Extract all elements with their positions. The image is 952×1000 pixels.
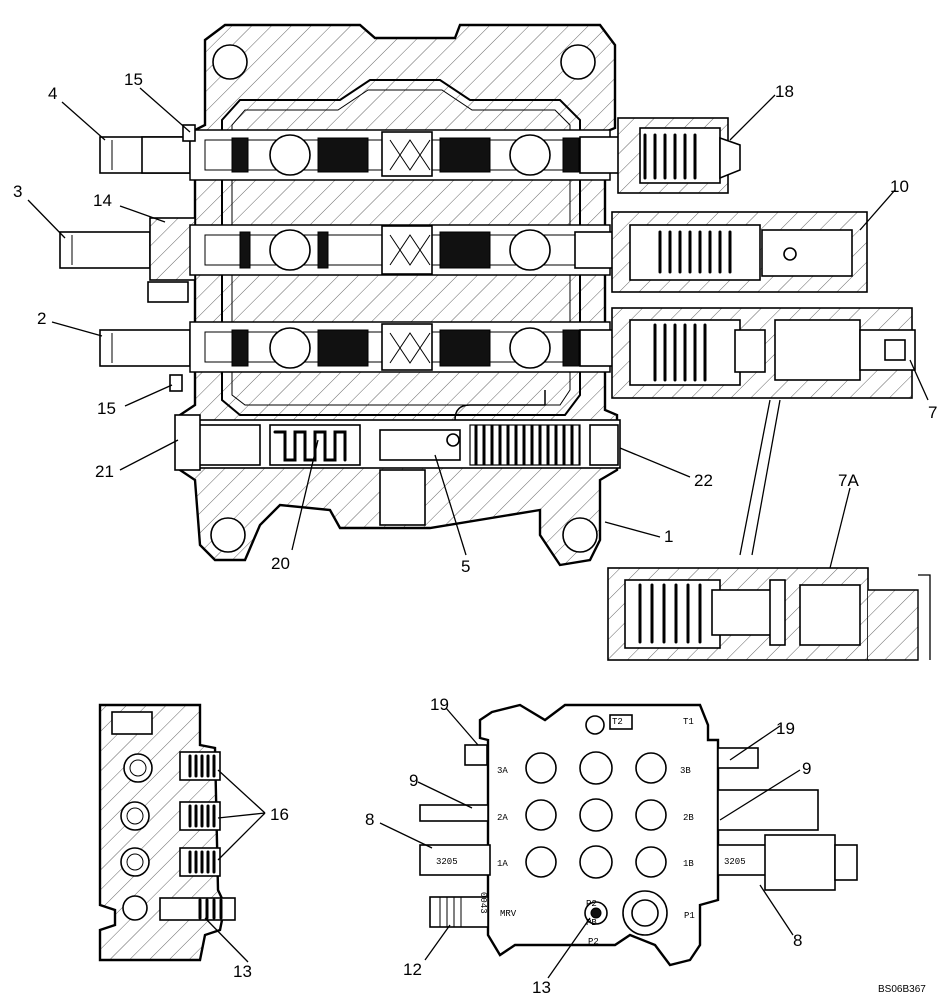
callout-2: 2 [37, 309, 46, 328]
callout-3: 3 [13, 182, 22, 201]
relief-valve-bore [179, 419, 621, 526]
callout-19-right: 19 [776, 719, 795, 738]
reference-code: BS06B367 [878, 984, 926, 995]
side-code-label: 0043 [478, 892, 488, 914]
detail-7a [607, 399, 931, 661]
detent-cap-10 [611, 211, 868, 293]
port-2b[interactable] [635, 799, 667, 831]
callout-22: 22 [694, 471, 713, 490]
side-body [98, 703, 227, 962]
port-label-1b: 1B [683, 859, 694, 869]
fitting-15-bottom [169, 374, 183, 392]
port-label-pb: PB [586, 918, 597, 928]
port-1b[interactable] [635, 846, 667, 878]
nameplate [609, 714, 633, 730]
callout-9-left: 9 [409, 771, 418, 790]
port-labels: T2 T1 3A 3B 2A 2B 1A 1B 3205 3205 MRV P2… [436, 717, 746, 947]
callout-8-right: 8 [793, 931, 802, 950]
port-label-2b: 2B [683, 813, 694, 823]
callout-4: 4 [48, 84, 57, 103]
callout-5: 5 [461, 557, 470, 576]
port-label-p2-side: P2 [586, 899, 597, 909]
spool-clevises [59, 140, 113, 363]
port-1a[interactable] [525, 846, 557, 878]
callout-8-left: 8 [365, 810, 374, 829]
port-label-t2: T2 [612, 717, 623, 727]
callout-19-left: 19 [430, 695, 449, 714]
spring-cap-18 [617, 117, 741, 194]
code-label-right: 3205 [724, 857, 746, 867]
callout-16: 16 [270, 805, 289, 824]
port-label-p1: P1 [684, 911, 695, 921]
callout-13-side: 13 [233, 962, 252, 981]
callout-15-bottom: 15 [97, 399, 116, 418]
callout-12: 12 [403, 960, 422, 979]
mount-hole-top-left [212, 44, 248, 80]
front-view [419, 703, 858, 967]
side-view [98, 703, 236, 962]
plug-21 [174, 414, 201, 471]
mount-hole-bottom-left [210, 517, 246, 553]
callout-7a: 7A [838, 471, 859, 490]
callout-14: 14 [93, 191, 112, 210]
side-port-1 [120, 847, 150, 877]
fitting-left [147, 281, 189, 303]
port-label-mrv: MRV [500, 909, 517, 919]
side-port-2 [120, 801, 150, 831]
callout-7: 7 [928, 403, 937, 422]
front-body [478, 703, 720, 967]
mount-hole-bottom-right [562, 517, 598, 553]
callout-18: 18 [775, 82, 794, 101]
port-label-3b: 3B [680, 766, 691, 776]
callout-1: 1 [664, 527, 673, 546]
port-label-t1: T1 [683, 717, 694, 727]
spool-end-right [717, 844, 769, 876]
port-label-2a: 2A [497, 813, 508, 823]
callout-9-right: 9 [802, 759, 811, 778]
callout-10: 10 [890, 177, 909, 196]
callout-21: 21 [95, 462, 114, 481]
port-2a[interactable] [525, 799, 557, 831]
port-label-1a: 1A [497, 859, 508, 869]
side-port-p [122, 895, 148, 921]
callout-15-top: 15 [124, 70, 143, 89]
cap-7 [611, 307, 916, 399]
mount-hole-top-right [560, 44, 596, 80]
port-label-p2: P2 [588, 937, 599, 947]
leader-lines [27, 87, 929, 979]
side-port-3 [123, 753, 153, 783]
callout-numbers: 4 15 3 14 2 15 21 20 5 22 1 18 10 7 7A 1… [13, 70, 937, 997]
spool-3 [59, 217, 666, 281]
spool-end-left [419, 844, 491, 876]
callout-13-front: 13 [532, 978, 551, 997]
port-label-3a: 3A [497, 766, 508, 776]
port-3a[interactable] [525, 752, 557, 784]
main-section-view [59, 23, 916, 567]
spool-2 [99, 321, 661, 373]
code-label-left: 3205 [436, 857, 458, 867]
callout-20: 20 [271, 554, 290, 573]
spool-4 [99, 129, 661, 181]
port-3b[interactable] [635, 752, 667, 784]
